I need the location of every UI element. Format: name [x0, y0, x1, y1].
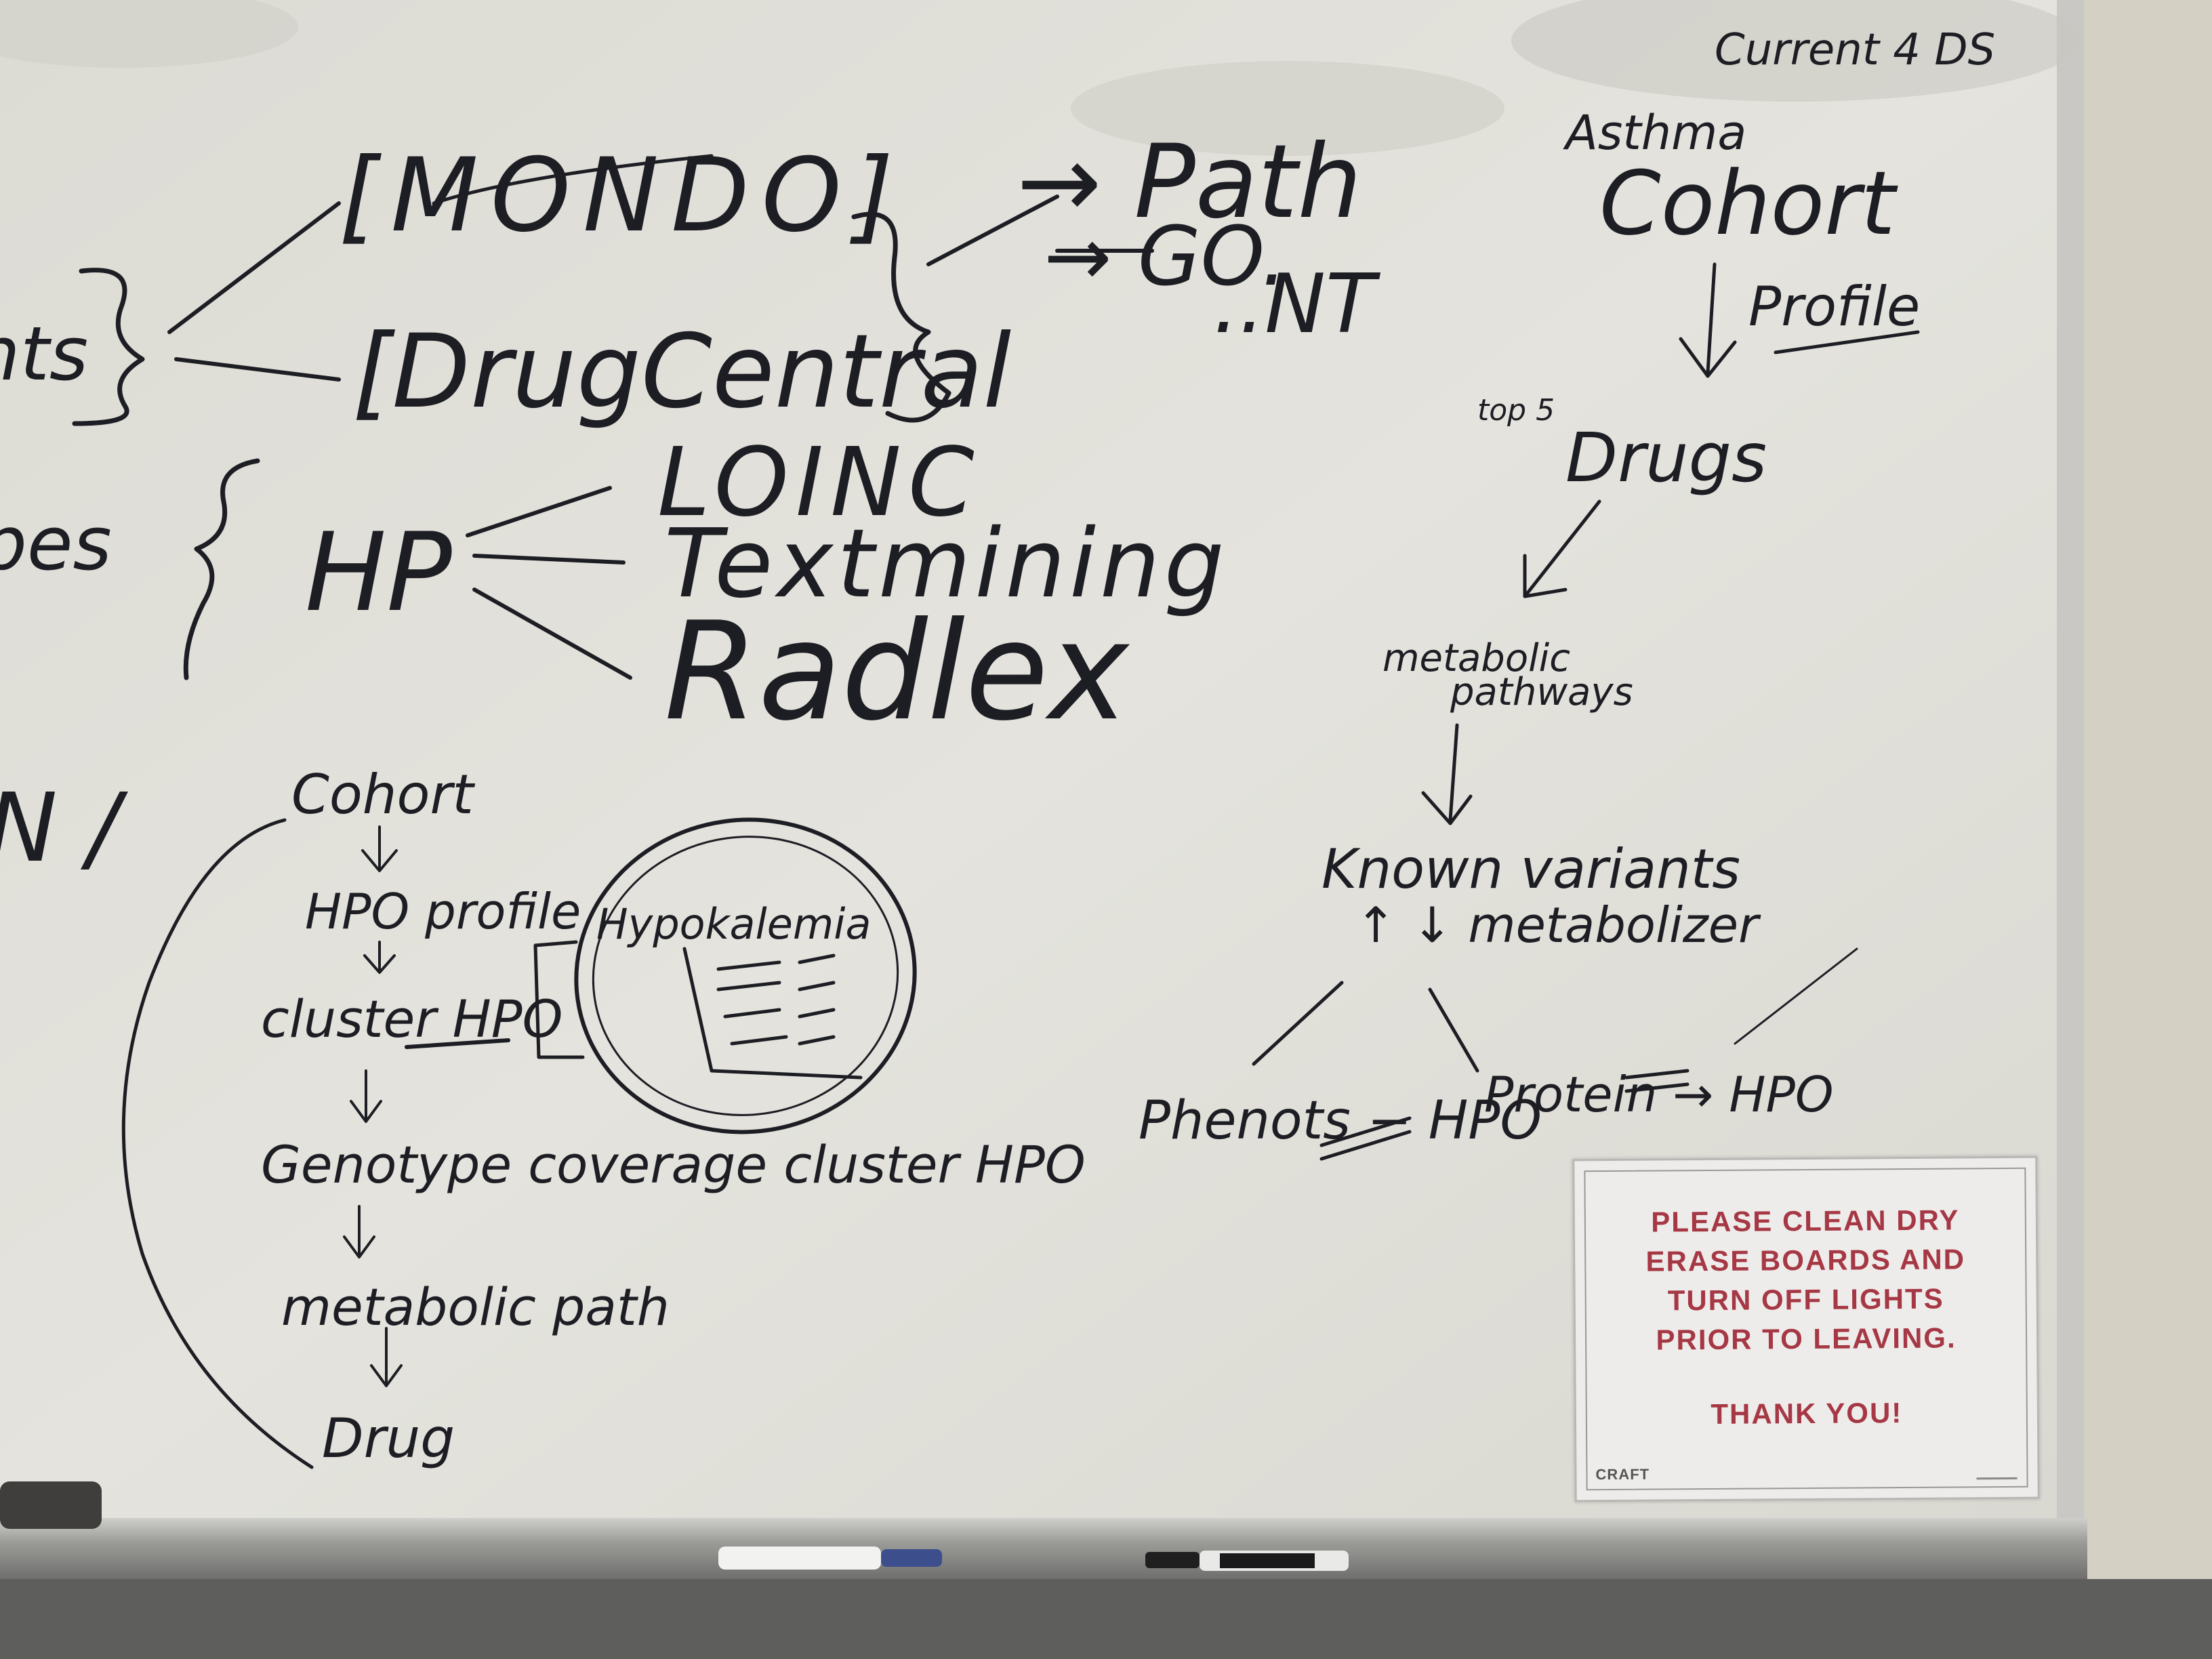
- sign-brand-logo: CRAFT: [1595, 1465, 1650, 1483]
- sign-line: TURN OFF LIGHTS: [1667, 1282, 1944, 1317]
- smudge: [0, 0, 298, 68]
- protein-tail: [1734, 947, 1858, 1045]
- arrow-metabolic-drug: [370, 1327, 403, 1387]
- genotype-label: Genotype coverage cluster HPO: [261, 1134, 1086, 1195]
- marker-white: [718, 1547, 881, 1570]
- curly-brace-1: [72, 268, 145, 426]
- curly-brace-2: [183, 458, 260, 680]
- marker-black: [1145, 1552, 1200, 1568]
- left-cut-pes: pes: [0, 500, 112, 587]
- cohort-label-right: Cohort: [1599, 152, 1898, 255]
- left-cut-ts: nts: [0, 310, 88, 397]
- arrow-profile-cluster: [363, 941, 396, 974]
- nt-label: ..NT: [1213, 258, 1381, 352]
- left-cut-n: N /: [0, 773, 128, 884]
- phenotype-underline: [1319, 1116, 1412, 1161]
- drugs-prefix: top 5: [1477, 393, 1555, 428]
- drugcentral-brace: [851, 211, 951, 423]
- hypokalemia-label: Hypokalemia: [596, 899, 871, 949]
- connector-protein: [1428, 987, 1479, 1073]
- sign-border: PLEASE CLEAN DRY ERASE BOARDS AND TURN O…: [1584, 1167, 2028, 1491]
- profile-underline: [1774, 330, 1920, 354]
- path-label: → Path: [1017, 123, 1362, 241]
- metabolizer-label: ↑ ↓ metabolizer: [1355, 897, 1761, 954]
- sign-line: PLEASE CLEAN DRY: [1651, 1204, 1960, 1238]
- sign-mark: [1976, 1470, 2018, 1480]
- cohort-label-left: Cohort: [291, 763, 475, 826]
- eraser: [0, 1481, 102, 1529]
- wall: [2074, 0, 2212, 1659]
- connector-to-drugcentral: [174, 357, 341, 382]
- sign-line: ERASE BOARDS AND: [1645, 1243, 1966, 1277]
- connector-phenotype: [1252, 981, 1344, 1066]
- floor-shadow: [0, 1579, 2212, 1659]
- cluster-bracket: [533, 940, 585, 1059]
- marker-tray: [0, 1518, 2087, 1579]
- phenotype-label: Phenots − HPO: [1139, 1090, 1542, 1151]
- sign-thanks: THANK YOU!: [1711, 1397, 1903, 1430]
- connector-to-mondo: [167, 201, 341, 334]
- textmining-label: Textmining: [664, 509, 1229, 619]
- hpo-profile-label: HPO profile: [305, 883, 581, 940]
- feedback-loop: [121, 818, 314, 1469]
- drugcentral-label: [DrugCentral: [352, 313, 1011, 431]
- go-label: → GO.: [1044, 210, 1287, 304]
- hypokalemia-circle-inner: [592, 836, 899, 1116]
- metabolic-path-label: metabolic path: [281, 1277, 670, 1337]
- hp-label: HP: [305, 509, 452, 636]
- arrow-cluster-genotype: [350, 1069, 382, 1123]
- loinc-label: LOINC: [657, 428, 981, 538]
- board-frame-right: [2057, 0, 2084, 1525]
- asthma-label: Asthma: [1563, 105, 1746, 161]
- corner-note: Current 4 DS: [1715, 25, 1995, 75]
- known-variants-label: Known variants: [1322, 838, 1740, 901]
- radlex-label: Radlex: [664, 593, 1130, 751]
- drug-label: Drug: [322, 1407, 455, 1470]
- hypokalemia-list: [682, 947, 863, 1080]
- profile-label: Profile: [1748, 275, 1920, 338]
- marker-expo-label: [1220, 1553, 1315, 1568]
- arrow-pathways-down: [1421, 723, 1473, 825]
- arrow-drugs-down: [1523, 499, 1601, 598]
- smudge: [1511, 0, 2081, 102]
- connector-loinc: [466, 486, 612, 537]
- pathways-label: pathways: [1450, 670, 1633, 714]
- cleanup-sign: PLEASE CLEAN DRY ERASE BOARDS AND TURN O…: [1572, 1155, 2040, 1502]
- protein-underline: [1624, 1069, 1689, 1093]
- smudge: [1071, 61, 1504, 156]
- arrow-cohort-hpo: [361, 825, 398, 872]
- cluster-underline: [405, 1038, 510, 1049]
- mondo-underline: [432, 154, 714, 205]
- metabolic-label: metabolic: [1382, 636, 1570, 680]
- mondo-label: [MONDO]: [339, 137, 905, 255]
- arrow-genotype-metabolic: [343, 1205, 375, 1258]
- hypokalemia-circle: [574, 817, 917, 1134]
- marker-blue-cap: [881, 1549, 942, 1567]
- connector-radlex: [472, 588, 632, 680]
- drugs-label: Drugs: [1565, 418, 1767, 497]
- sign-line: PRIOR TO LEAVING.: [1656, 1322, 1957, 1356]
- arrow-to-path: [926, 194, 1059, 266]
- arrow-cohort-down: [1679, 262, 1737, 378]
- connector-textmining: [472, 554, 626, 565]
- cluster-hpo-label: cluster HPO: [261, 989, 562, 1049]
